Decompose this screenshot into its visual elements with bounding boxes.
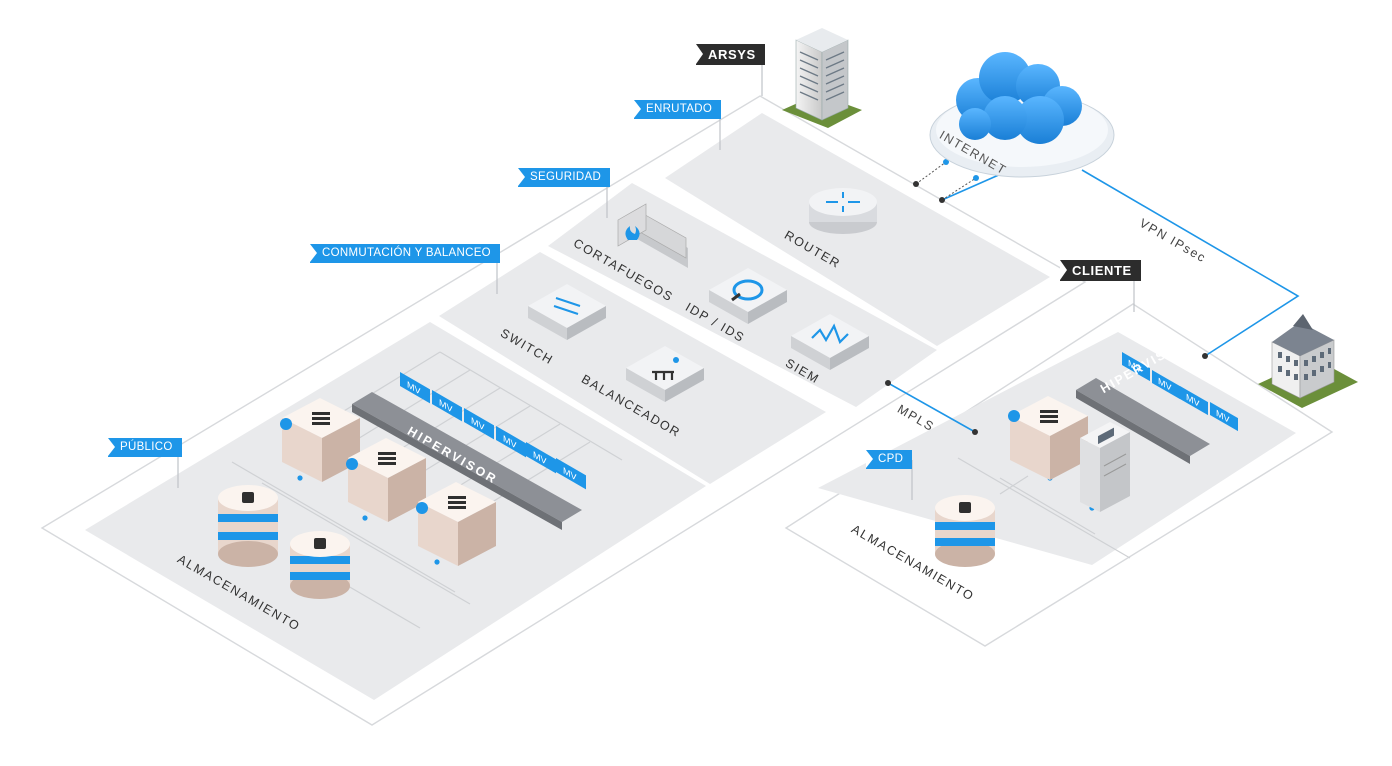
vm-tags-main: MV MV MV MV MV MV (400, 372, 586, 490)
conmutacion-flag: CONMUTACIÓN Y BALANCEO (310, 244, 500, 263)
arsys-flag: ARSYS (696, 44, 765, 65)
cliente-building (1258, 314, 1358, 408)
switch-device (528, 284, 606, 340)
tower-pc-cliente (1080, 422, 1130, 512)
hipervisor-cliente-bar (1076, 378, 1210, 464)
publico-flag: PÚBLICO (108, 438, 182, 457)
servers-main (280, 398, 496, 566)
vpn-link (1081, 169, 1300, 357)
rack-grid-cliente (957, 457, 1131, 559)
server-cliente (1008, 396, 1088, 480)
internet-cloud (929, 52, 1115, 178)
cpd-flag: CPD (866, 450, 913, 469)
seguridad-flag: SEGURIDAD (518, 168, 611, 187)
firewall-device (617, 196, 706, 268)
balanceador-device (626, 346, 704, 402)
idp-ids-device (709, 268, 787, 324)
hipervisor-main-bar (352, 392, 582, 530)
router-device (809, 188, 877, 234)
storage-main (218, 485, 350, 599)
internet-dashed-links (915, 161, 977, 201)
storage-cliente (935, 495, 995, 567)
mpls-link (887, 382, 976, 433)
enrutado-flag: ENRUTADO (634, 100, 722, 119)
arsys-building (782, 28, 862, 128)
siem-device (791, 314, 869, 370)
vm-tags-cliente: MV MV MV MV (1122, 352, 1238, 432)
arsys-zone-outline (40, 95, 1087, 726)
cliente-flag: CLIENTE (1060, 260, 1141, 281)
